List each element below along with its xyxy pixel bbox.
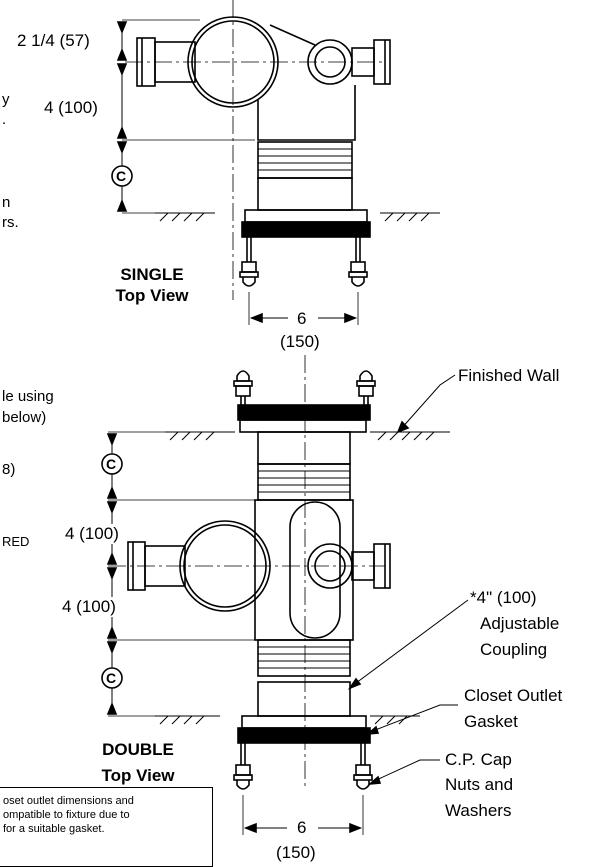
single-c-label: C bbox=[116, 168, 127, 184]
gasket-label-line1: Closet Outlet bbox=[464, 686, 563, 705]
single-width-num: 6 bbox=[297, 309, 307, 328]
double-width-num: 6 bbox=[297, 818, 307, 837]
fragment-8: RED bbox=[2, 534, 30, 549]
coupling-label-line3: Coupling bbox=[480, 640, 548, 659]
double-c-top-label: C bbox=[106, 456, 117, 472]
coupling-label-line2: Adjustable bbox=[480, 614, 560, 633]
nuts-label-line2: Nuts and bbox=[445, 775, 514, 794]
double-top-gasket bbox=[237, 404, 371, 421]
double-width-mm: (150) bbox=[276, 843, 316, 862]
single-large-outlet bbox=[187, 16, 279, 108]
double-large-outlet bbox=[179, 520, 271, 612]
double-bottom-left-bolt bbox=[233, 743, 253, 790]
nuts-label-line3: Washers bbox=[445, 801, 512, 820]
single-left-bolt bbox=[239, 237, 259, 287]
fragment-7: 8) bbox=[2, 461, 16, 478]
fragment-1: y bbox=[2, 91, 10, 108]
double-c-bottom-label: C bbox=[106, 670, 117, 686]
single-title-line2: Top View bbox=[115, 286, 189, 305]
note-line-1: oset outlet dimensions and bbox=[3, 795, 134, 807]
single-gasket bbox=[241, 221, 371, 238]
single-right-flange bbox=[373, 39, 391, 85]
nuts-label-line1: C.P. Cap bbox=[445, 750, 512, 769]
double-dim-upper: 4 (100) bbox=[65, 524, 119, 544]
single-title-line1: SINGLE bbox=[120, 265, 184, 284]
single-left-flange bbox=[136, 37, 156, 87]
double-bottom-gasket bbox=[237, 727, 371, 744]
note-box: oset outlet dimensions and ompatible to … bbox=[0, 787, 213, 867]
single-width-mm: (150) bbox=[280, 332, 320, 351]
gasket-label-line2: Gasket bbox=[464, 712, 518, 731]
fragment-4: rs. bbox=[2, 214, 19, 231]
double-slot bbox=[289, 501, 341, 639]
double-title-line1: DOUBLE bbox=[102, 740, 174, 759]
single-body bbox=[257, 85, 356, 141]
fragment-5: le using bbox=[2, 388, 54, 405]
note-line-2: ompatible to fixture due to bbox=[3, 809, 130, 821]
fragment-3: n bbox=[2, 194, 11, 211]
double-bottom-right-bolt bbox=[353, 743, 373, 790]
double-c-marker-bottom bbox=[101, 667, 123, 689]
single-c-marker bbox=[111, 165, 133, 187]
double-c-marker-top bbox=[101, 453, 123, 475]
fragment-6: below) bbox=[2, 409, 47, 426]
double-dim-lower: 4 (100) bbox=[62, 597, 116, 617]
double-left-flange bbox=[127, 541, 146, 591]
single-dim-mid: 4 (100) bbox=[44, 98, 98, 118]
note-line-3: for a suitable gasket. bbox=[3, 823, 105, 835]
fragment-2: . bbox=[2, 111, 7, 128]
single-coupling bbox=[257, 141, 353, 179]
double-top-left-bolt bbox=[233, 370, 253, 405]
coupling-label-line1: *4" (100) bbox=[470, 588, 537, 607]
single-dim-top: 2 1/4 (57) bbox=[17, 31, 90, 51]
double-bottom-coupling bbox=[257, 639, 351, 677]
finished-wall-label: Finished Wall bbox=[458, 366, 560, 385]
double-title-line2: Top View bbox=[101, 766, 175, 785]
single-right-bolt bbox=[348, 237, 368, 287]
double-top-coupling bbox=[257, 463, 351, 501]
double-top-right-bolt bbox=[356, 370, 376, 405]
double-right-flange bbox=[373, 543, 391, 589]
